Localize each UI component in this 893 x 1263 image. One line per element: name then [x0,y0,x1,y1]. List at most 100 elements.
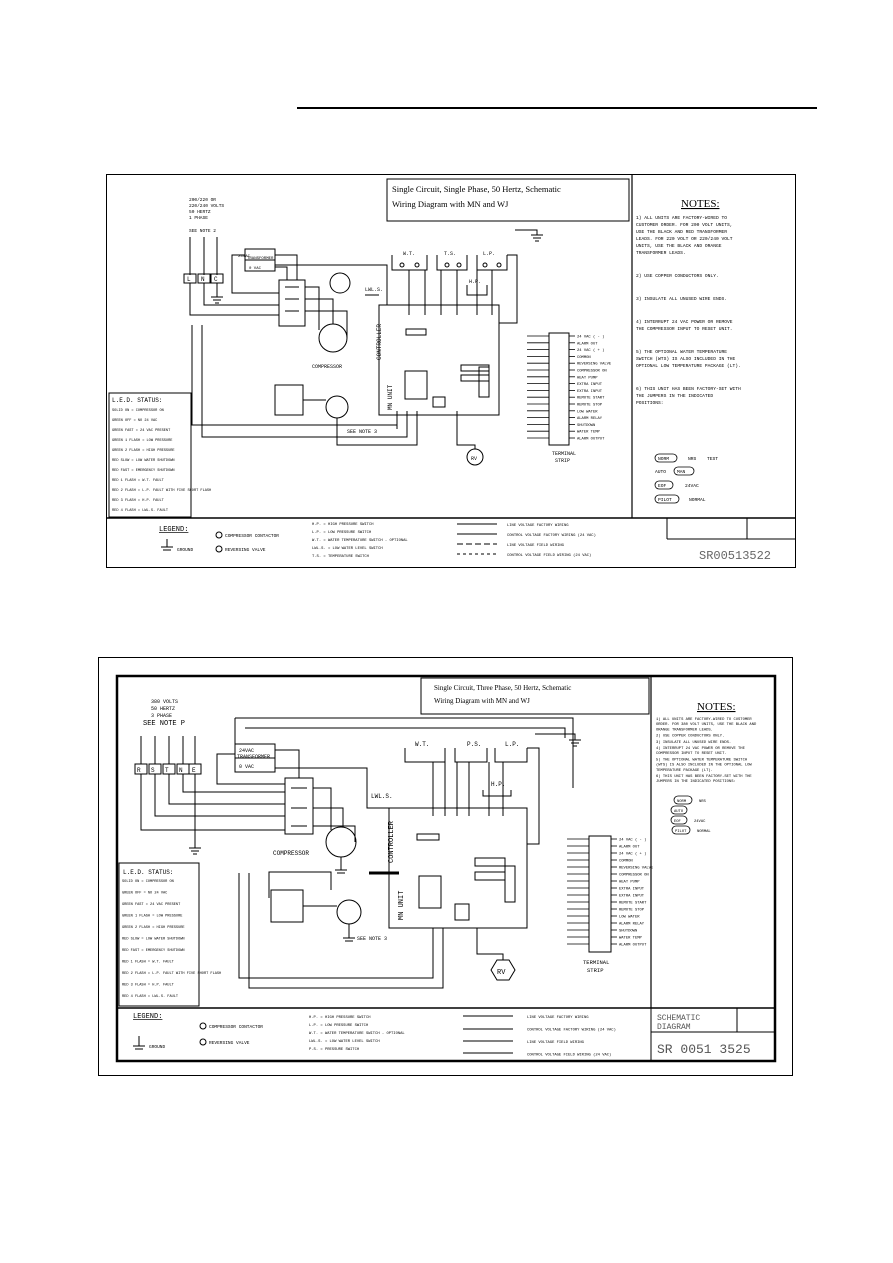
legend-abbrev-item: H.P. = HIGH PRESSURE SWITCH [312,523,374,527]
d1-leg-contactor: COMPRESSOR CONTACTOR [225,533,279,539]
terminal-strip-label: ALARM OUTPUT [619,944,647,948]
d2-term-N: N [179,767,183,774]
d2-supply-1: 50 HERTZ [151,706,175,712]
jumper-label: NORM [658,456,669,462]
terminal-strip-label: ALARM RELAY [577,417,603,421]
d2-sw-wt: W.T. [415,741,429,748]
d1-legend-abbrev: H.P. = HIGH PRESSURE SWITCH L.P. = LOW PR… [312,523,408,559]
terminal-strip-label: EXTRA INPUT [619,895,645,899]
d1-rv: RV [471,456,477,462]
note-item: 3) INSULATE ALL UNUSED WIRE ENDS. [636,296,727,302]
legend-line-item: CONTROL VOLTAGE FACTORY WIRING (24 VAC) [507,533,596,538]
led-status-item: RED SLOW = LOW WATER SHUTDOWN [122,938,185,942]
led-status-item: GREEN OFF = NO 24 VAC [112,419,157,423]
d2-term-R: R [137,767,141,774]
d1-compressor: COMPRESSOR [312,364,342,370]
d1-led-title: L.E.D. STATUS: [112,397,162,404]
jumper-oval [671,825,691,835]
legend-abbrev-item: H.P. = HIGH PRESSURE SWITCH [309,1016,371,1020]
note-item: 6) THIS UNIT HAS BEEN FACTORY-SET WITH T… [656,774,752,784]
jumper-oval [670,805,688,815]
d2-term-E: E [192,767,196,774]
d2-leg-contactor: COMPRESSOR CONTACTOR [209,1024,263,1030]
legend-abbrev-item: P.S. = PRESSURE SWITCH [309,1048,359,1052]
terminal-strip-label: LOW WATER [619,916,640,920]
schematic-diagram-2: Single Circuit, Three Phase, 50 Hertz, S… [98,657,793,1076]
terminal-strip-label: HEAT PUMP [577,376,598,380]
d2-see-note: SEE NOTE P [143,720,185,728]
diagram-1-svg: Single Circuit, Single Phase, 50 Hertz, … [107,175,795,563]
d2-rv: RV [497,969,506,977]
legend-line-item: CONTROL VOLTAGE FIELD WIRING (24 VAC) [507,553,591,558]
terminal-strip-label: REMOTE STOP [619,909,645,913]
jumper-label: PILOT [658,497,672,503]
legend-line-item: LINE VOLTAGE FIELD WIRING [507,544,565,548]
d1-xfmr-0: 0 VAC [249,267,262,271]
jumper-label: NRS [688,456,697,462]
d1-term-label-2: STRIP [555,458,570,464]
d2-term-label-2: STRIP [587,967,604,974]
d1-supply-0: 200/220 OR [189,197,216,203]
d2-title-2: Wiring Diagram with MN and WJ [434,697,530,705]
legend-abbrev-item: W.T. = WATER TEMPERATURE SWITCH - OPTION… [312,539,408,543]
d1-see-note3: SEE NOTE 3 [347,429,377,435]
terminal-strip-label: LOW WATER [577,410,598,414]
d1-sw-wt: W.T. [403,251,415,257]
terminal-strip-label: REMOTE STOP [577,404,603,408]
jumper-oval [670,815,688,825]
terminal-strip-label: 24 VAC ( + ) [577,348,604,353]
terminal-strip-label: REVERSING VALVE [619,867,654,871]
led-status-item: RED 3 FLASH = H.P. FAULT [122,984,175,988]
d1-leg-ground: GROUND [177,547,194,553]
d2-controller: CONTROLLER [388,820,396,863]
d2-supply-2: 3 PHASE [151,713,172,719]
terminal-strip-label: COMPRESSOR ON [619,874,649,878]
d1-supply-1: 220/240 VOLTS [189,203,224,209]
jumper-oval [673,466,695,476]
d1-sw-lp: L.P. [483,251,495,257]
schematic-diagram-1: Single Circuit, Single Phase, 50 Hertz, … [106,174,796,568]
legend-line-item: CONTROL VOLTAGE FACTORY WIRING (24 VAC) [527,1028,616,1033]
legend-line-item: LINE VOLTAGE FACTORY WIRING [527,1016,589,1020]
note-item: 1) ALL UNITS ARE FACTORY-WIRED TO CUSTOM… [656,717,757,732]
note-item: 3) INSULATE ALL UNUSED WIRE ENDS. [656,740,731,745]
led-status-item: GREEN OFF = NO 24 VAC [122,892,167,896]
terminal-strip-label: COMMON [619,860,633,864]
legend-abbrev-item: L.P. = LOW PRESSURE SWITCH [312,531,371,535]
terminal-strip-label: ALARM OUTPUT [577,438,605,442]
terminal-strip-label: EXTRA INPUT [619,888,645,892]
d1-notes-title: NOTES: [681,198,720,210]
jumper-label: NORM [677,800,687,804]
led-status-item: RED 2 FLASH = L.P. FAULT WITH FIVE SHORT… [112,489,211,493]
d1-xfmr-24: 24VAC [238,255,251,259]
led-status-item: RED 2 FLASH = L.P. FAULT WITH FIVE SHORT… [122,972,221,976]
jumper-oval [654,494,680,504]
terminal-strip-label: SHUTDOWN [619,930,637,934]
jumper-label: PILOT [675,830,687,834]
d1-sw-ts: T.S. [444,251,456,257]
terminal-strip-label: COMMON [577,356,591,360]
note-item: 2) USE COPPER CONDUCTORS ONLY. [656,734,724,739]
d2-term-S: S [151,767,155,774]
d2-xfmr-label: TRANSFORMER [237,754,270,760]
jumper-label: AUTO [674,810,684,814]
jumper-label: NORMAL [689,497,706,503]
d1-unit: MN UNIT [387,384,394,410]
d2-supply-0: 380 VOLTS [151,699,178,705]
d1-legend-title: LEGEND: [159,526,188,534]
jumper-label: NORMAL [697,830,711,834]
jumper-label: TEST [707,456,718,462]
jumper-label: 24VAC [694,820,706,824]
legend-abbrev-item: L.P. = LOW PRESSURE SWITCH [309,1024,368,1028]
d2-legend-title: LEGEND: [133,1013,162,1021]
d1-title-2: Wiring Diagram with MN and WJ [392,199,509,209]
